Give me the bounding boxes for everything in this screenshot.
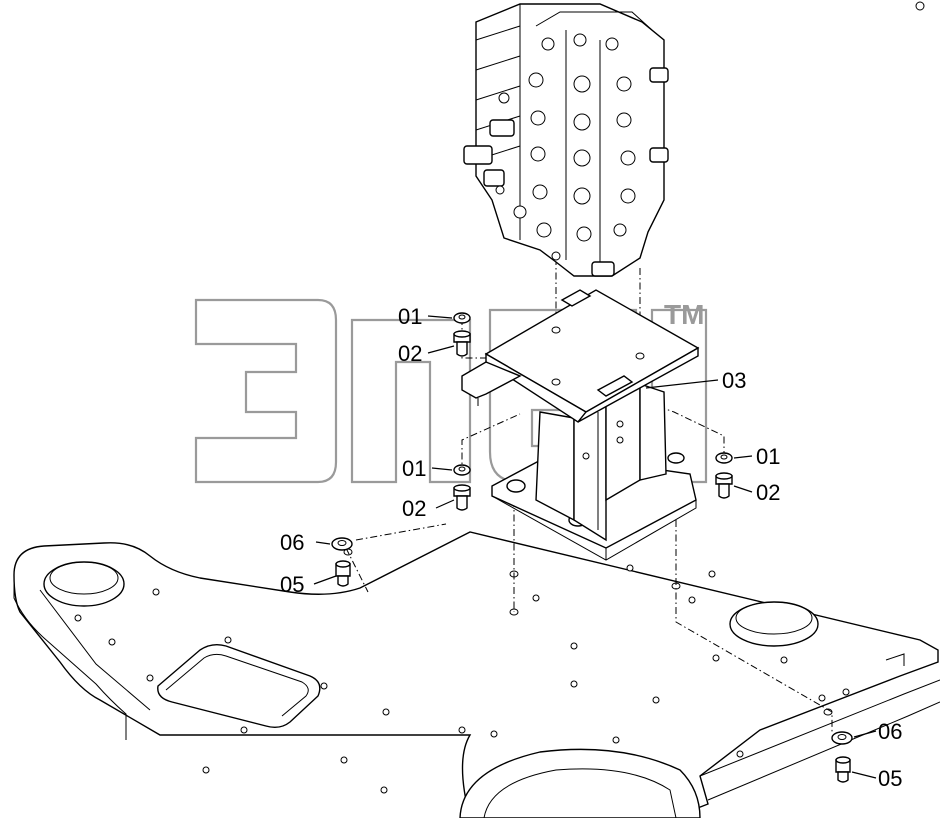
callout-01-top: 01 bbox=[398, 304, 422, 329]
callout-05-right: 05 bbox=[878, 766, 902, 791]
bracket-icon bbox=[461, 289, 700, 561]
washer-icon bbox=[331, 537, 353, 551]
frame-plate bbox=[13, 531, 940, 818]
callout-06-right: 06 bbox=[878, 719, 902, 744]
callout-06-left: 06 bbox=[280, 530, 304, 555]
callout-05-left: 05 bbox=[280, 572, 304, 597]
callout-03: 03 bbox=[722, 368, 746, 393]
bolt-icon bbox=[453, 330, 471, 357]
bolt-icon bbox=[835, 756, 851, 783]
callout-02-top: 02 bbox=[398, 341, 422, 366]
washer-icon bbox=[831, 731, 853, 745]
callout-labels: 01 02 03 01 02 01 02 06 05 06 05 bbox=[280, 304, 902, 791]
trademark-text: TM bbox=[664, 299, 704, 330]
callout-02-left: 02 bbox=[402, 496, 426, 521]
callout-01-left: 01 bbox=[402, 456, 426, 481]
washer-icon bbox=[715, 452, 733, 464]
control-valve-icon bbox=[463, 1, 925, 277]
bolt-icon bbox=[715, 472, 733, 499]
callout-02-right: 02 bbox=[756, 480, 780, 505]
bolt-icon bbox=[335, 560, 351, 587]
callout-01-right: 01 bbox=[756, 444, 780, 469]
washer-icon bbox=[453, 312, 471, 324]
washer-icon bbox=[453, 464, 471, 476]
bolt-icon bbox=[453, 484, 471, 511]
leader-lines bbox=[313, 315, 877, 779]
